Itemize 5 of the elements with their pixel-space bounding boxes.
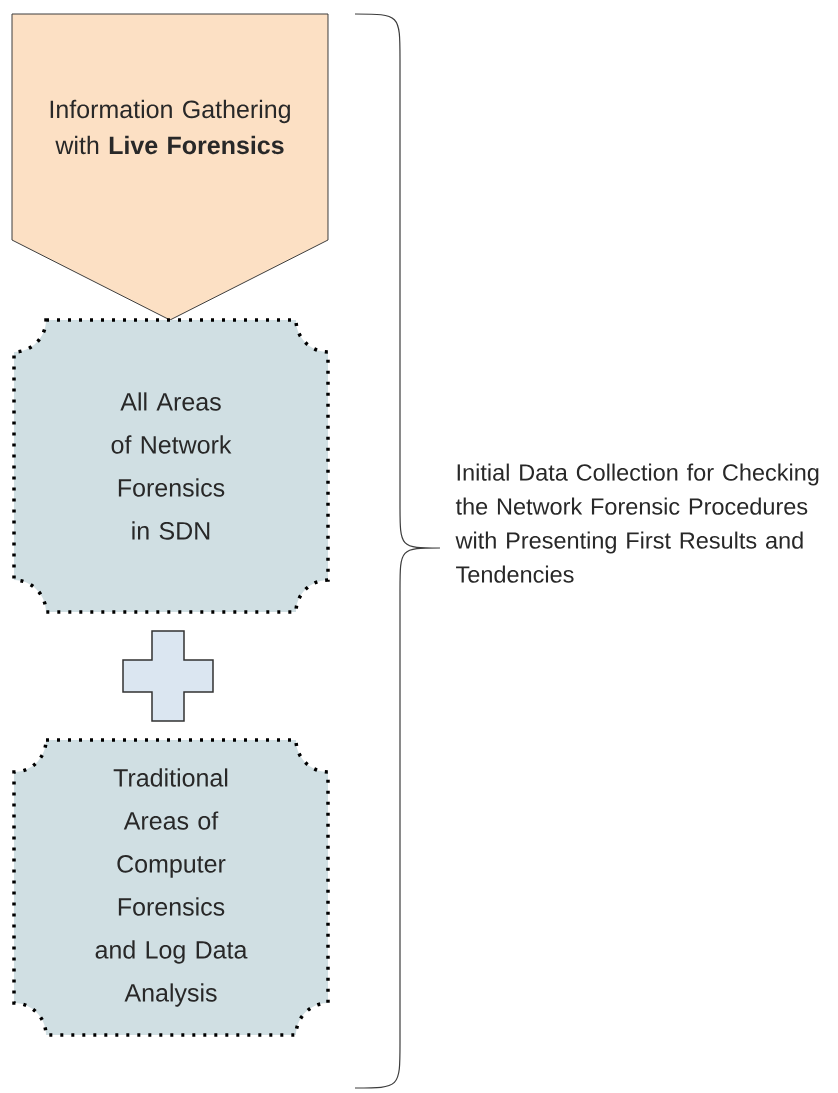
plus-sign bbox=[122, 630, 214, 722]
octagon-box: All Areas of Network Forensics in SDN bbox=[12, 318, 330, 614]
octagon-box: Traditional Areas of Computer Forensics and Log Data Analysis bbox=[12, 738, 330, 1037]
pentagon-box: Information Gathering with Live Forensics bbox=[11, 13, 329, 321]
brace-label: Initial Data Collection for Checking the Network Forensic Procedures with Presenting First Results and Tendencies bbox=[455, 463, 819, 583]
